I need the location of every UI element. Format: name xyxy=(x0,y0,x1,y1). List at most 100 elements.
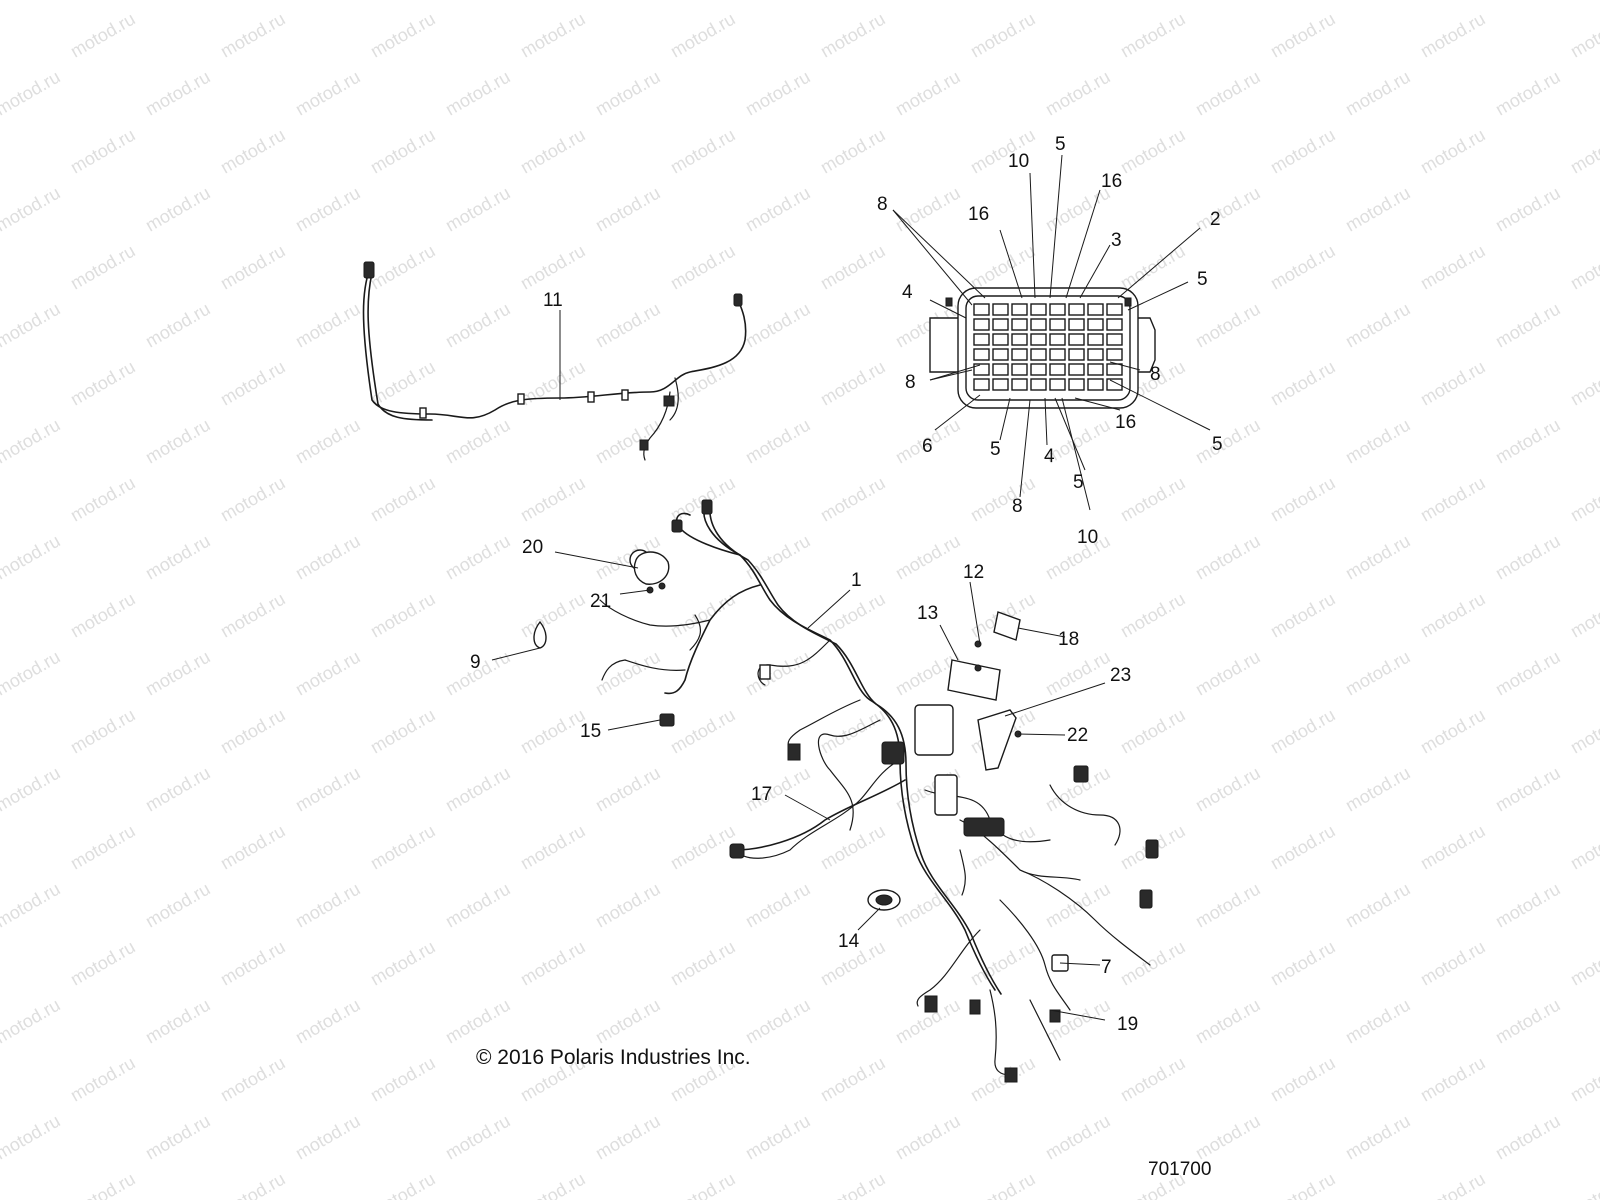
watermark-text: motod.ru xyxy=(1567,473,1600,526)
watermark-text: motod.ru xyxy=(1192,299,1264,352)
watermark-text: motod.ru xyxy=(442,879,514,932)
fuse-slot xyxy=(1068,303,1085,316)
watermark-text: motod.ru xyxy=(967,9,1039,62)
watermark-text: motod.ru xyxy=(1492,415,1564,468)
watermark-text: motod.ru xyxy=(217,589,289,642)
watermark-text: motod.ru xyxy=(0,0,64,3)
watermark-text: motod.ru xyxy=(367,937,439,990)
callout-12: 12 xyxy=(963,562,984,583)
watermark-text: motod.ru xyxy=(67,9,139,62)
watermark-text: motod.ru xyxy=(1117,705,1189,758)
watermark-text: motod.ru xyxy=(667,937,739,990)
fuse-box xyxy=(929,287,1156,409)
fuse-slot xyxy=(1068,363,1085,376)
watermark-text: motod.ru xyxy=(667,705,739,758)
watermark-text: motod.ru xyxy=(292,415,364,468)
watermark-text: motod.ru xyxy=(517,125,589,178)
fuse-slot xyxy=(1106,378,1123,391)
watermark-text: motod.ru xyxy=(1192,415,1264,468)
watermark-text: motod.ru xyxy=(292,0,364,3)
fuse-slot xyxy=(992,318,1009,331)
watermark-text: motod.ru xyxy=(442,531,514,584)
callout-2: 2 xyxy=(1210,209,1221,230)
watermark-text: motod.ru xyxy=(967,1169,1039,1200)
callout-8: 8 xyxy=(1150,364,1161,385)
watermark-text: motod.ru xyxy=(817,473,889,526)
fuse-slot xyxy=(992,303,1009,316)
fuse-slot xyxy=(1106,348,1123,361)
watermark-text: motod.ru xyxy=(892,183,964,236)
watermark-text: motod.ru xyxy=(1267,705,1339,758)
watermark-text: motod.ru xyxy=(67,937,139,990)
watermark-text: motod.ru xyxy=(67,473,139,526)
watermark-text: motod.ru xyxy=(1342,183,1414,236)
watermark-text: motod.ru xyxy=(592,183,664,236)
watermark-text: motod.ru xyxy=(442,183,514,236)
watermark-text: motod.ru xyxy=(1042,0,1114,3)
watermark-text: motod.ru xyxy=(1342,415,1414,468)
fuse-slot xyxy=(973,363,990,376)
fuse-slot xyxy=(1049,378,1066,391)
watermark-text: motod.ru xyxy=(742,995,814,1048)
watermark-text: motod.ru xyxy=(292,299,364,352)
watermark-text: motod.ru xyxy=(1042,1111,1114,1164)
watermark-text: motod.ru xyxy=(1567,937,1600,990)
watermark-text: motod.ru xyxy=(817,9,889,62)
watermark-text: motod.ru xyxy=(592,647,664,700)
watermark-text: motod.ru xyxy=(1192,67,1264,120)
watermark-text: motod.ru xyxy=(1417,125,1489,178)
watermark-text: motod.ru xyxy=(667,125,739,178)
watermark-text: motod.ru xyxy=(0,299,64,352)
callout-3: 3 xyxy=(1111,230,1122,251)
watermark-text: motod.ru xyxy=(142,763,214,816)
part-20-switch xyxy=(633,551,670,594)
callout-4: 4 xyxy=(1044,446,1055,467)
watermark-text: motod.ru xyxy=(217,125,289,178)
watermark-text: motod.ru xyxy=(1267,589,1339,642)
fuse-slot xyxy=(1087,363,1104,376)
watermark-text: motod.ru xyxy=(1567,125,1600,178)
watermark-text: motod.ru xyxy=(1117,1053,1189,1106)
watermark-text: motod.ru xyxy=(0,879,64,932)
watermark-text: motod.ru xyxy=(67,589,139,642)
watermark-text: motod.ru xyxy=(1342,0,1414,3)
watermark-text: motod.ru xyxy=(142,299,214,352)
watermark-text: motod.ru xyxy=(817,241,889,294)
callout-8: 8 xyxy=(1012,496,1023,517)
watermark-text: motod.ru xyxy=(292,763,364,816)
callout-18: 18 xyxy=(1058,629,1079,650)
watermark-text: motod.ru xyxy=(817,821,889,874)
callout-13: 13 xyxy=(917,603,938,624)
watermark-text: motod.ru xyxy=(517,937,589,990)
watermark-text: motod.ru xyxy=(967,473,1039,526)
watermark-text: motod.ru xyxy=(1417,241,1489,294)
watermark-text: motod.ru xyxy=(142,647,214,700)
fuse-slot xyxy=(1106,318,1123,331)
watermark-text: motod.ru xyxy=(217,9,289,62)
fuse-slot xyxy=(1068,318,1085,331)
watermark-text: motod.ru xyxy=(1492,763,1564,816)
watermark-text: motod.ru xyxy=(1267,821,1339,874)
figure-number: 701700 xyxy=(1148,1159,1212,1180)
watermark-text: motod.ru xyxy=(1567,589,1600,642)
fuse-slot xyxy=(1011,348,1028,361)
watermark-text: motod.ru xyxy=(217,1169,289,1200)
watermark-text: motod.ru xyxy=(1417,589,1489,642)
watermark-text: motod.ru xyxy=(1417,9,1489,62)
watermark-text: motod.ru xyxy=(142,879,214,932)
watermark-text: motod.ru xyxy=(1492,183,1564,236)
watermark-text: motod.ru xyxy=(367,473,439,526)
watermark-text: motod.ru xyxy=(142,1111,214,1164)
watermark-text: motod.ru xyxy=(1117,125,1189,178)
watermark-text: motod.ru xyxy=(1117,589,1189,642)
watermark-text: motod.ru xyxy=(67,1053,139,1106)
watermark-text: motod.ru xyxy=(1492,531,1564,584)
watermark-text: motod.ru xyxy=(667,9,739,62)
watermark-text: motod.ru xyxy=(1492,299,1564,352)
watermark-text: motod.ru xyxy=(1342,995,1414,1048)
watermark-text: motod.ru xyxy=(292,1111,364,1164)
watermark-text: motod.ru xyxy=(1417,473,1489,526)
watermark-text: motod.ru xyxy=(1417,1053,1489,1106)
callout-11: 11 xyxy=(543,290,563,311)
